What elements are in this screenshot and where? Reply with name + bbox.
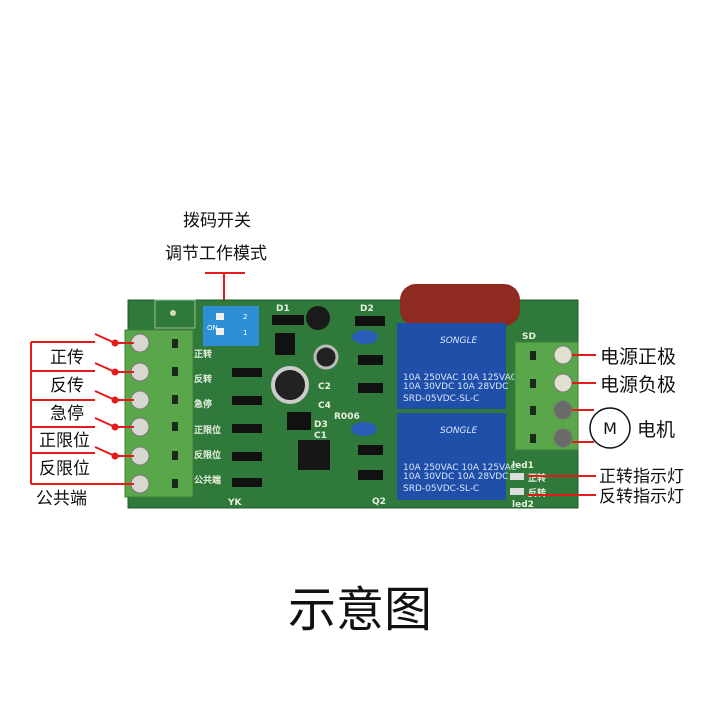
- left-annotations: 正传 反传 急停 正限位 反限位 公共端: [30, 333, 134, 509]
- label-common: 公共端: [36, 489, 87, 509]
- right-terminal-block: [514, 341, 579, 451]
- label-forward-limit: 正限位: [39, 431, 90, 451]
- label-reverse: 反传: [50, 376, 84, 396]
- label-reverse-indicator: 反转指示灯: [599, 487, 684, 507]
- relay-model: SRD-05VDC-SL-C: [403, 484, 479, 494]
- label-motor: 电机: [637, 419, 675, 441]
- dip-pos-2: 2: [243, 313, 247, 321]
- terminal-screw[interactable]: [553, 345, 573, 365]
- relay-rating1: 10A 250VAC 10A 125VAC: [403, 463, 517, 473]
- label-power-positive: 电源正极: [600, 346, 676, 368]
- silk-reverse: 反转: [194, 373, 212, 385]
- relay-bottom: SONGLE 10A 250VAC 10A 125VAC 10A 30VDC 1…: [397, 413, 517, 500]
- label-forward: 正传: [50, 348, 84, 368]
- dip-on-mark: ON: [207, 324, 218, 332]
- relay-model: SRD-05VDC-SL-C: [403, 394, 479, 404]
- relay-rating2: 10A 30VDC 10A 28VDC: [403, 382, 508, 392]
- silk-yk: YK: [227, 498, 243, 508]
- dip-pos-1: 1: [243, 329, 247, 337]
- relay-rating1: 10A 250VAC 10A 125VAC: [403, 373, 517, 383]
- left-terminal-block: [124, 329, 194, 498]
- label-power-negative: 电源负极: [600, 374, 676, 396]
- terminal-screw[interactable]: [553, 428, 573, 448]
- motor-symbol: [589, 407, 631, 449]
- motor-symbol-letter: M: [603, 419, 617, 438]
- silk-d1: D1: [276, 304, 290, 314]
- terminal-screw[interactable]: [553, 400, 573, 420]
- silk-fwd-limit: 正限位: [194, 424, 221, 436]
- silk-stop: 急停: [194, 398, 212, 410]
- relay-brand: SONGLE: [440, 336, 478, 346]
- silk-d2: D2: [360, 304, 374, 314]
- silk-c4: C4: [318, 401, 331, 411]
- pcb-board: ON 1 2 D1 D2 C2 C4 R006 D3 C1 YK Q2 SD 正…: [127, 284, 579, 510]
- relay-brand: SONGLE: [440, 426, 478, 436]
- film-capacitor: [400, 284, 520, 326]
- silk-c2: C2: [318, 382, 331, 392]
- silk-sd: SD: [522, 332, 536, 342]
- silk-common: 公共端: [194, 474, 221, 486]
- dip-label-2: 调节工作模式: [165, 244, 267, 264]
- relay-top: SONGLE 10A 250VAC 10A 125VAC 10A 30VDC 1…: [397, 323, 517, 409]
- relay-rating2: 10A 30VDC 10A 28VDC: [403, 472, 508, 482]
- label-forward-indicator: 正转指示灯: [599, 467, 684, 487]
- silk-r006: R006: [334, 412, 360, 422]
- right-annotations: M 电源正极 电源负极 电机 正转指示灯 反转指示灯: [527, 346, 684, 507]
- silk-forward: 正转: [194, 348, 212, 360]
- terminal-screw[interactable]: [553, 373, 573, 393]
- label-emergency-stop: 急停: [50, 404, 84, 424]
- silk-q2: Q2: [372, 497, 386, 507]
- label-reverse-limit: 反限位: [39, 459, 90, 479]
- caption: 示意图: [288, 582, 432, 638]
- silk-led-reverse: 反转: [528, 487, 546, 499]
- silk-led-forward: 正转: [528, 472, 546, 484]
- silk-d3: D3: [314, 420, 328, 430]
- silk-rev-limit: 反限位: [194, 449, 221, 461]
- dip-label-1: 拨码开关: [183, 211, 251, 231]
- silk-c1: C1: [314, 431, 327, 441]
- silk-led1: led1: [512, 461, 534, 471]
- dip-switch[interactable]: [203, 306, 259, 346]
- silk-led2: led2: [512, 500, 534, 510]
